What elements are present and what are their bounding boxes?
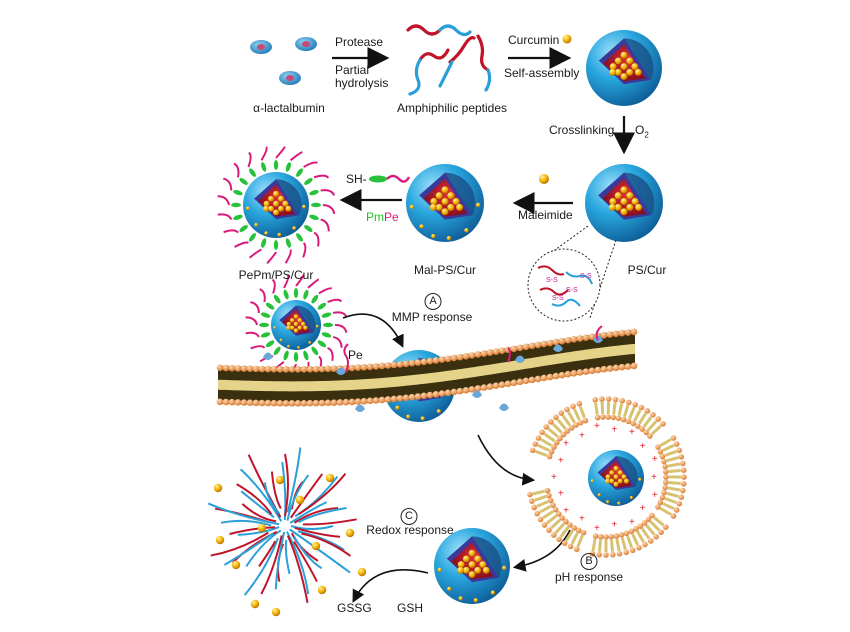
svg-text:+: + [558,488,564,499]
svg-text:+: + [652,490,658,501]
hydrolysis-label: hydrolysis [335,77,388,90]
svg-text:+: + [563,439,569,450]
redox-response-label: Redox response [366,524,453,537]
pepm-ps-cur-label: PePm/PS/Cur [239,269,314,282]
crosslinking-label: Crosslinking [549,124,614,137]
endocytosis-arrow [478,435,532,480]
mmp-response-label: MMP response [392,311,472,324]
sh-pmpe-reagent [369,176,409,183]
amphiphilic-peptides-label: Amphiphilic peptides [397,102,507,115]
svg-text:S-S: S-S [552,295,564,302]
gsh-label: GSH [397,602,423,615]
ps-cur-particle [585,164,663,242]
ph-response-label: pH response [555,571,623,584]
curcumin-label: Curcumin [508,34,559,47]
curcumin-dot [563,35,572,44]
svg-text:+: + [629,427,635,438]
ss-crosslink-inset: S-S S-S S-S S-S [528,226,616,321]
svg-text:+: + [579,430,585,441]
pm-label: Pm [366,211,384,224]
disassembled-peptides [208,447,366,616]
svg-text:S-S: S-S [566,287,578,294]
svg-text:+: + [629,517,635,528]
ps-cur-label: PS/Cur [628,264,667,277]
svg-text:S-S: S-S [580,273,592,280]
svg-text:S-S: S-S [546,277,558,284]
svg-text:+: + [640,503,646,514]
alpha-lactalbumin-label: α-lactalbumin [253,102,325,115]
pepm-particle-circulating [246,275,347,376]
step-b-marker: B [581,553,598,570]
maleimide-reagent-dot [539,174,549,184]
particle-in-cytosol [434,528,510,604]
gssg-label: GSSG [337,602,372,615]
svg-text:+: + [652,454,658,465]
svg-text:+: + [611,425,617,436]
svg-text:+: + [551,472,557,483]
pe-conjugate-label: Pe [384,211,399,224]
mal-ps-cur-particle [406,164,484,242]
svg-text:+: + [579,514,585,525]
o2-label: O2 [635,124,649,141]
svg-text:+: + [611,519,617,530]
ps-particle-assembled [586,30,662,106]
sh-label: SH- [346,173,367,186]
maleimide-label: Maleimide [518,209,573,222]
svg-text:+: + [651,472,657,483]
svg-text:+: + [558,456,564,467]
svg-text:+: + [594,421,600,432]
self-assembly-label: Self-assembly [504,67,579,80]
amphiphilic-peptides [408,26,490,94]
svg-text:+: + [563,505,569,516]
step-a-marker: A [425,293,442,310]
protease-label: Protease [335,36,383,49]
svg-text:+: + [640,441,646,452]
pepm-ps-cur-particle [218,147,335,264]
mal-ps-cur-label: Mal-PS/Cur [414,264,476,277]
pe-label: Pe [348,349,363,362]
svg-text:+: + [594,523,600,534]
alpha-lactalbumin-molecules [250,37,317,85]
particle-in-endosome [588,450,644,506]
